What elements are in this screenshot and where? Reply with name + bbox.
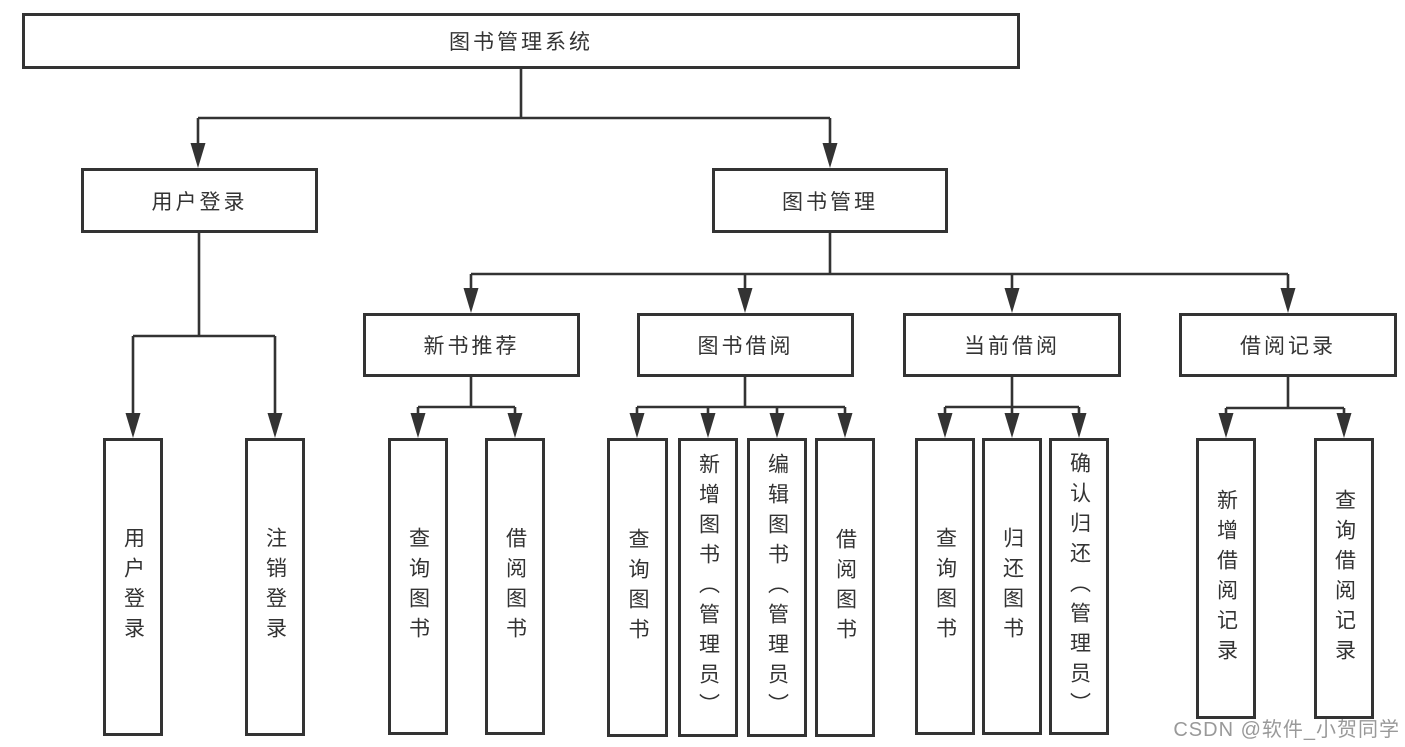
leaf-return-book: 归还图书 [982,438,1042,735]
leaf-recommend-borrow-book: 借阅图书 [485,438,545,735]
arrowhead-icon [190,143,206,168]
arrowhead-icon [937,413,953,438]
leaf-add-book-admin: 新增图书（管理员） [678,438,738,737]
arrowhead-icon [822,143,838,168]
node-book-borrow: 图书借阅 [637,313,854,377]
leaf-add-borrow-record: 新增借阅记录 [1196,438,1256,719]
node-book-management: 图书管理 [712,168,948,233]
leaf-user-login: 用户登录 [103,438,163,736]
arrowhead-icon [700,413,716,438]
arrowhead-icon [507,413,523,438]
leaf-borrow-query-book-label: 查询图书 [626,527,649,648]
watermark: CSDN @软件_小贺同学 [1173,719,1400,741]
arrowhead-icon [410,413,426,438]
arrowhead-icon [1071,413,1087,438]
leaf-recommend-borrow-book-label: 借阅图书 [503,526,527,647]
leaf-user-login-label: 用户登录 [121,527,145,647]
node-borrow-record-label: 借阅记录 [1240,335,1336,358]
node-root-label: 图书管理系统 [449,31,593,54]
arrowhead-icon [1004,413,1020,438]
leaf-query-borrow-record: 查询借阅记录 [1314,438,1374,719]
arrowhead-icon [1218,413,1234,438]
node-user-login-label: 用户登录 [151,190,248,214]
node-root: 图书管理系统 [22,13,1020,69]
arrowhead-icon [1004,288,1020,313]
node-borrow-record: 借阅记录 [1179,313,1397,377]
leaf-logout: 注销登录 [245,438,305,736]
node-current-borrow: 当前借阅 [903,313,1121,377]
leaf-return-book-label: 归还图书 [1000,526,1024,647]
node-current-borrow-label: 当前借阅 [964,335,1060,358]
leaf-add-book-admin-label: 新增图书（管理员） [696,452,720,723]
node-user-login: 用户登录 [81,168,318,233]
arrowhead-icon [769,413,785,438]
leaf-recommend-query-book-label: 查询图书 [406,526,430,647]
node-new-book-recommend: 新书推荐 [363,313,580,377]
arrowhead-icon [463,288,479,313]
node-book-management-label: 图书管理 [782,190,878,214]
arrowhead-icon [629,413,645,438]
leaf-edit-book-admin-label: 编辑图书（管理员） [765,452,789,723]
leaf-current-query-book-label: 查询图书 [933,526,957,647]
leaf-confirm-return-admin-label: 确认归还（管理员） [1067,451,1091,722]
arrowhead-icon [1280,288,1296,313]
node-book-borrow-label: 图书借阅 [697,335,794,358]
leaf-query-borrow-record-label: 查询借阅记录 [1332,488,1356,669]
leaf-add-borrow-record-label: 新增借阅记录 [1214,488,1238,669]
leaf-borrow-book-label: 借阅图书 [833,527,857,648]
leaf-borrow-book: 借阅图书 [815,438,875,737]
leaf-logout-label: 注销登录 [263,527,287,647]
arrowhead-icon [837,413,853,438]
leaf-edit-book-admin: 编辑图书（管理员） [747,438,807,737]
leaf-current-query-book: 查询图书 [915,438,975,735]
connector-path [131,69,1346,414]
arrowhead-icon [1336,413,1352,438]
leaf-recommend-query-book: 查询图书 [388,438,448,735]
node-new-book-recommend-label: 新书推荐 [423,335,520,358]
arrowhead-icon [737,288,753,313]
arrowhead-icon [125,413,141,438]
leaf-borrow-query-book: 查询图书 [607,438,668,737]
leaf-confirm-return-admin: 确认归还（管理员） [1049,438,1109,735]
arrowhead-icon [267,413,283,438]
